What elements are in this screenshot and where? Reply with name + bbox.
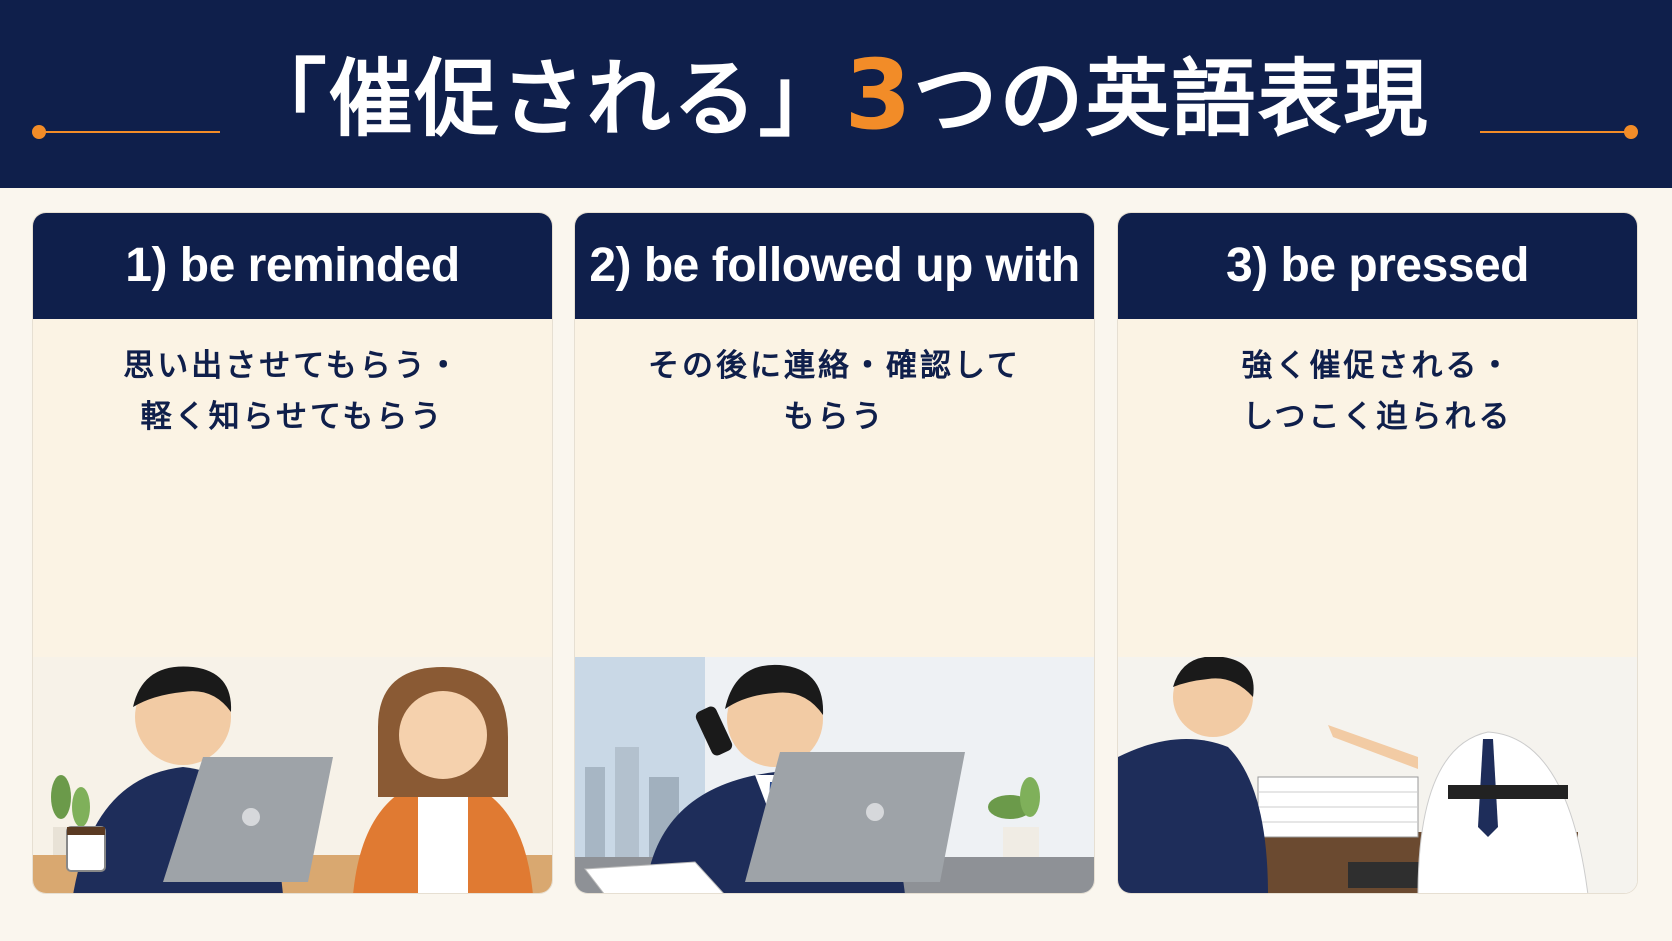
- panel-be-followed-up-with: 2) be followed up with その後に連絡・確認して もらう: [574, 212, 1095, 894]
- page-title: 「催促される」3つの英語表現: [0, 40, 1672, 150]
- document-icon: [584, 861, 724, 893]
- panel-meaning: 強く催促される・ しつこく迫られる: [1118, 319, 1637, 657]
- plant-icon: [988, 777, 1040, 859]
- meaning-line-2: しつこく迫られる: [1242, 399, 1513, 435]
- panel-be-reminded: 1) be reminded 思い出させてもらう・ 軽く知らせてもらう: [32, 212, 553, 894]
- panel-heading: 3) be pressed: [1118, 213, 1637, 319]
- panel-meaning: 思い出させてもらう・ 軽く知らせてもらう: [33, 319, 552, 657]
- meaning-line-1: 強く催促される・: [1241, 348, 1514, 384]
- title-before: 「催促される」: [242, 50, 845, 148]
- meaning-line-2: 軽く知らせてもらう: [140, 399, 445, 435]
- right-decor-line: [1480, 131, 1634, 133]
- title-number: 3: [844, 39, 914, 151]
- panel-meaning: その後に連絡・確認して もらう: [575, 319, 1094, 657]
- title-banner: 「催促される」3つの英語表現: [0, 0, 1672, 188]
- meaning-line-1: その後に連絡・確認して: [647, 348, 1022, 384]
- employee-figure: [1118, 657, 1268, 893]
- woman-figure: [353, 667, 533, 893]
- meaning-line-2: もらう: [783, 399, 886, 435]
- right-decor-dot: [1624, 125, 1638, 139]
- illustration-pressed: [1118, 657, 1637, 893]
- laptop-icon: [163, 757, 333, 882]
- meaning-line-1: 思い出させてもらう・: [123, 348, 462, 384]
- panel-heading: 2) be followed up with: [575, 213, 1094, 319]
- laptop-icon: [745, 752, 965, 882]
- coffee-mug-icon: [66, 826, 106, 872]
- left-decor-line: [38, 131, 220, 133]
- panel-heading: 1) be reminded: [33, 213, 552, 319]
- title-after: つの英語表現: [913, 50, 1430, 148]
- illustration-reminder: [33, 657, 552, 893]
- boss-figure: [1328, 725, 1589, 893]
- paper-stack-icon: [1257, 776, 1419, 838]
- illustration-follow-up: [575, 657, 1094, 893]
- panel-be-pressed: 3) be pressed 強く催促される・ しつこく迫られる: [1117, 212, 1638, 894]
